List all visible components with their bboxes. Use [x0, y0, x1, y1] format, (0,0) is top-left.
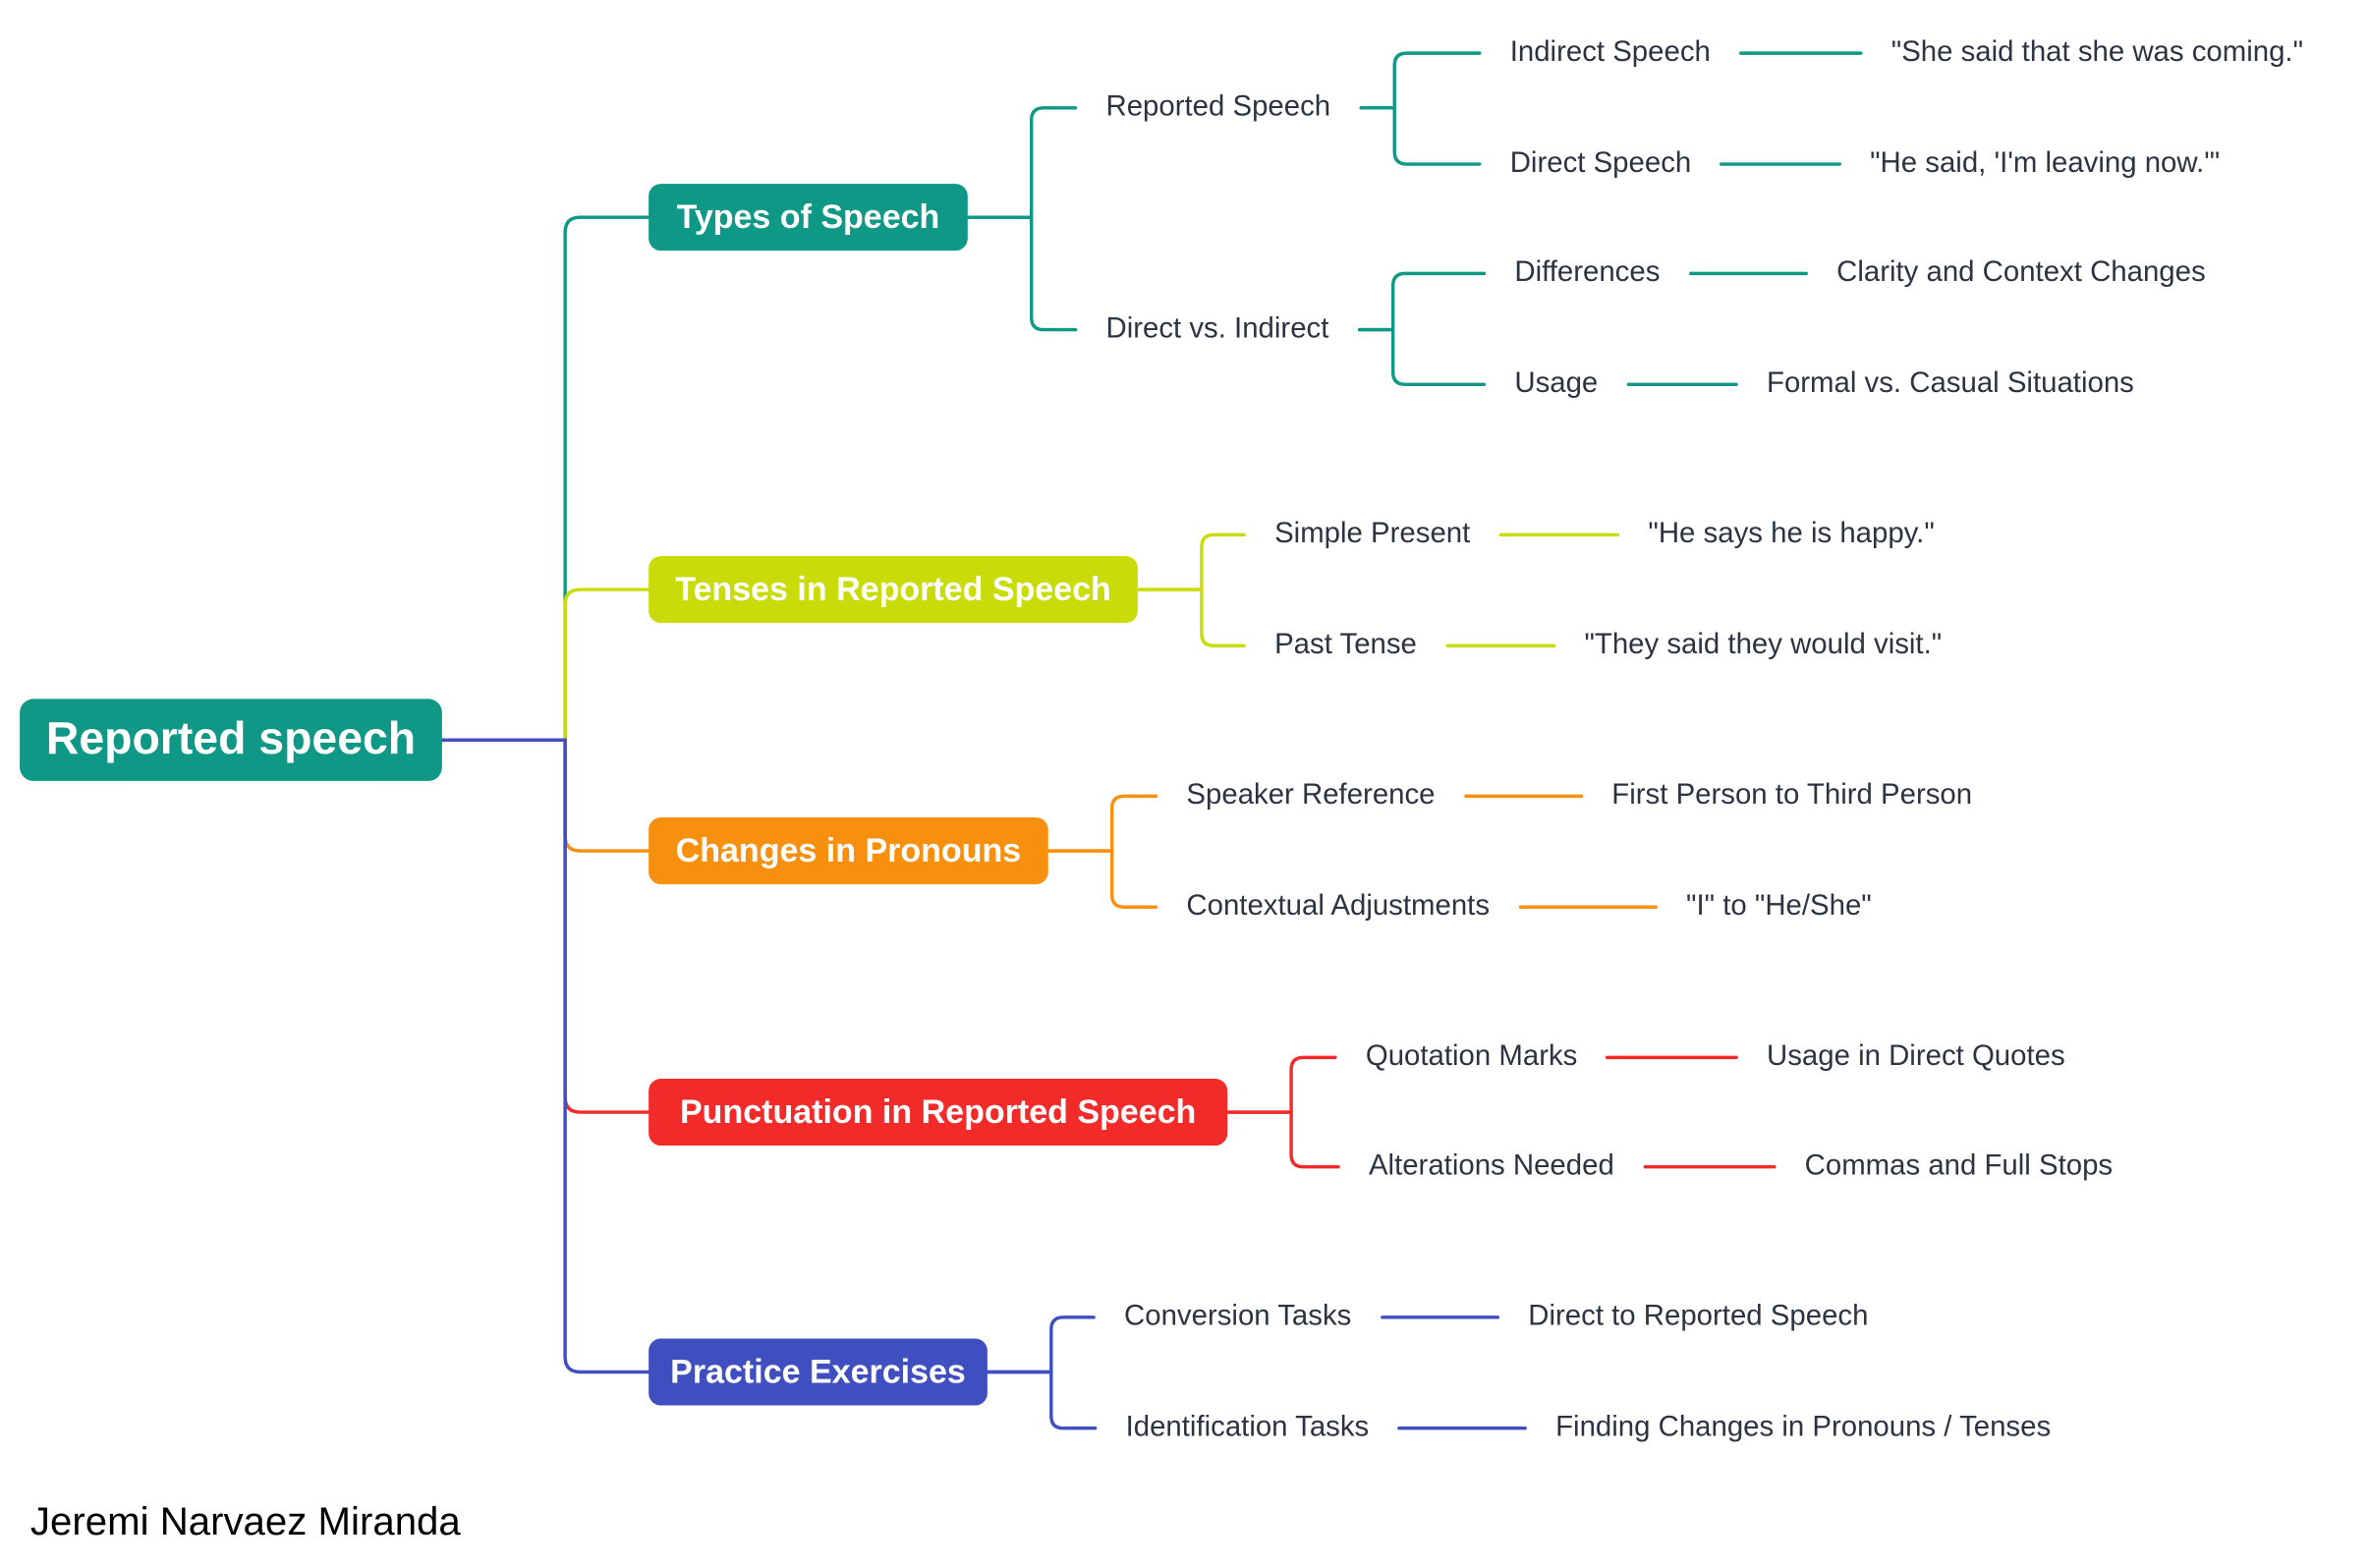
topic-alterations-needed[interactable]: Alterations Needed [1368, 1149, 1614, 1183]
topic-direct-speech[interactable]: Direct Speech [1509, 147, 1692, 180]
topic-quotation-marks[interactable]: Quotation Marks [1365, 1040, 1578, 1073]
example-indirect-speech[interactable]: "She said that she was coming." [1890, 36, 2304, 69]
branch-tenses[interactable]: Tenses in Reported Speech [649, 556, 1138, 624]
topic-past-tense[interactable]: Past Tense [1274, 629, 1417, 661]
topic-conversion-tasks[interactable]: Conversion Tasks [1124, 1300, 1352, 1333]
topic-differences[interactable]: Differences [1514, 256, 1661, 289]
connector-line-27 [986, 1316, 1096, 1374]
topic-indirect-speech[interactable]: Indirect Speech [1509, 36, 1711, 69]
connector-line-11 [440, 588, 650, 742]
example-past-tense[interactable]: "They said they would visit." [1584, 629, 1943, 661]
example-i-to-he-she[interactable]: "I" to "He/She" [1686, 890, 1872, 923]
root-topic-reported-speech[interactable]: Reported speech [20, 699, 442, 781]
detail-usage-direct-quotes[interactable]: Usage in Direct Quotes [1766, 1040, 2065, 1073]
connector-line-29 [986, 1370, 1098, 1430]
connector-line-24 [1225, 1110, 1340, 1169]
connector-line-26 [440, 738, 650, 1374]
branch-types-of-speech[interactable]: Types of Speech [649, 184, 968, 252]
detail-direct-to-reported[interactable]: Direct to Reported Speech [1528, 1300, 1869, 1333]
connector-line-6 [966, 215, 1078, 332]
connector-line-22 [1225, 1055, 1337, 1114]
topic-direct-vs-indirect[interactable]: Direct vs. Indirect [1105, 312, 1329, 346]
connector-line-0 [440, 215, 650, 742]
connector-line-19 [1046, 849, 1158, 909]
connector-line-17 [1046, 794, 1158, 853]
connector-line-4 [1359, 106, 1482, 166]
connector-line-2 [1359, 51, 1482, 110]
connector-line-14 [1136, 588, 1246, 647]
topic-reported-speech[interactable]: Reported Speech [1105, 90, 1331, 124]
detail-formal-casual[interactable]: Formal vs. Casual Situations [1766, 367, 2134, 400]
topic-contextual-adjustments[interactable]: Contextual Adjustments [1186, 890, 1491, 923]
connector-line-1 [966, 106, 1078, 219]
connector-line-7 [1357, 271, 1487, 332]
topic-usage[interactable]: Usage [1514, 367, 1599, 400]
branch-pronouns[interactable]: Changes in Pronouns [649, 817, 1048, 885]
example-simple-present[interactable]: "He says he is happy." [1648, 518, 1935, 550]
topic-identification-tasks[interactable]: Identification Tasks [1125, 1411, 1370, 1444]
connector-line-12 [1136, 532, 1246, 591]
detail-first-to-third[interactable]: First Person to Third Person [1611, 779, 1973, 812]
branch-practice-exercises[interactable]: Practice Exercises [649, 1338, 988, 1406]
detail-finding-changes[interactable]: Finding Changes in Pronouns / Tenses [1555, 1411, 2052, 1444]
branch-punctuation[interactable]: Punctuation in Reported Speech [649, 1079, 1228, 1147]
topic-simple-present[interactable]: Simple Present [1274, 518, 1471, 550]
author-name: Jeremi Narvaez Miranda [29, 1497, 461, 1544]
topic-speaker-reference[interactable]: Speaker Reference [1186, 779, 1436, 812]
detail-commas-full-stops[interactable]: Commas and Full Stops [1804, 1149, 2114, 1183]
connector-line-21 [440, 738, 650, 1114]
connector-line-9 [1357, 327, 1487, 386]
connector-line-16 [440, 738, 650, 853]
example-direct-speech[interactable]: "He said, 'I'm leaving now.'" [1870, 147, 2221, 180]
detail-clarity-context[interactable]: Clarity and Context Changes [1836, 256, 2206, 289]
